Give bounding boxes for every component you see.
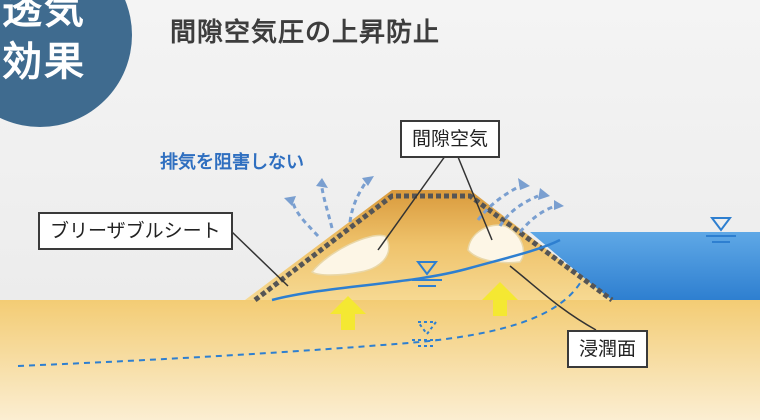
badge-line1: 透気 bbox=[2, 0, 86, 33]
river-water bbox=[530, 232, 760, 300]
air-pocket-left bbox=[310, 234, 390, 276]
badge-line2: 効果 bbox=[2, 39, 86, 85]
water-level-icon bbox=[412, 217, 736, 287]
groundwater-level-icon bbox=[412, 321, 442, 347]
leader-lines bbox=[231, 151, 597, 331]
air-arrowheads bbox=[284, 176, 564, 210]
page-title: 間隙空気圧の上昇防止 bbox=[170, 18, 441, 48]
air-arrow-icon bbox=[290, 181, 557, 238]
up-arrow-icon bbox=[330, 282, 518, 330]
callout-breathable-sheet: ブリーザブルシート bbox=[38, 212, 233, 250]
groundwater-line bbox=[17, 279, 583, 367]
effect-badge bbox=[0, 0, 132, 127]
callout-pore-air: 間隙空気 bbox=[400, 120, 501, 158]
exhaust-label: 排気を阻害しない bbox=[160, 152, 304, 173]
seepage-line bbox=[271, 238, 561, 302]
callout-seepage-surface: 浸潤面 bbox=[567, 330, 649, 368]
